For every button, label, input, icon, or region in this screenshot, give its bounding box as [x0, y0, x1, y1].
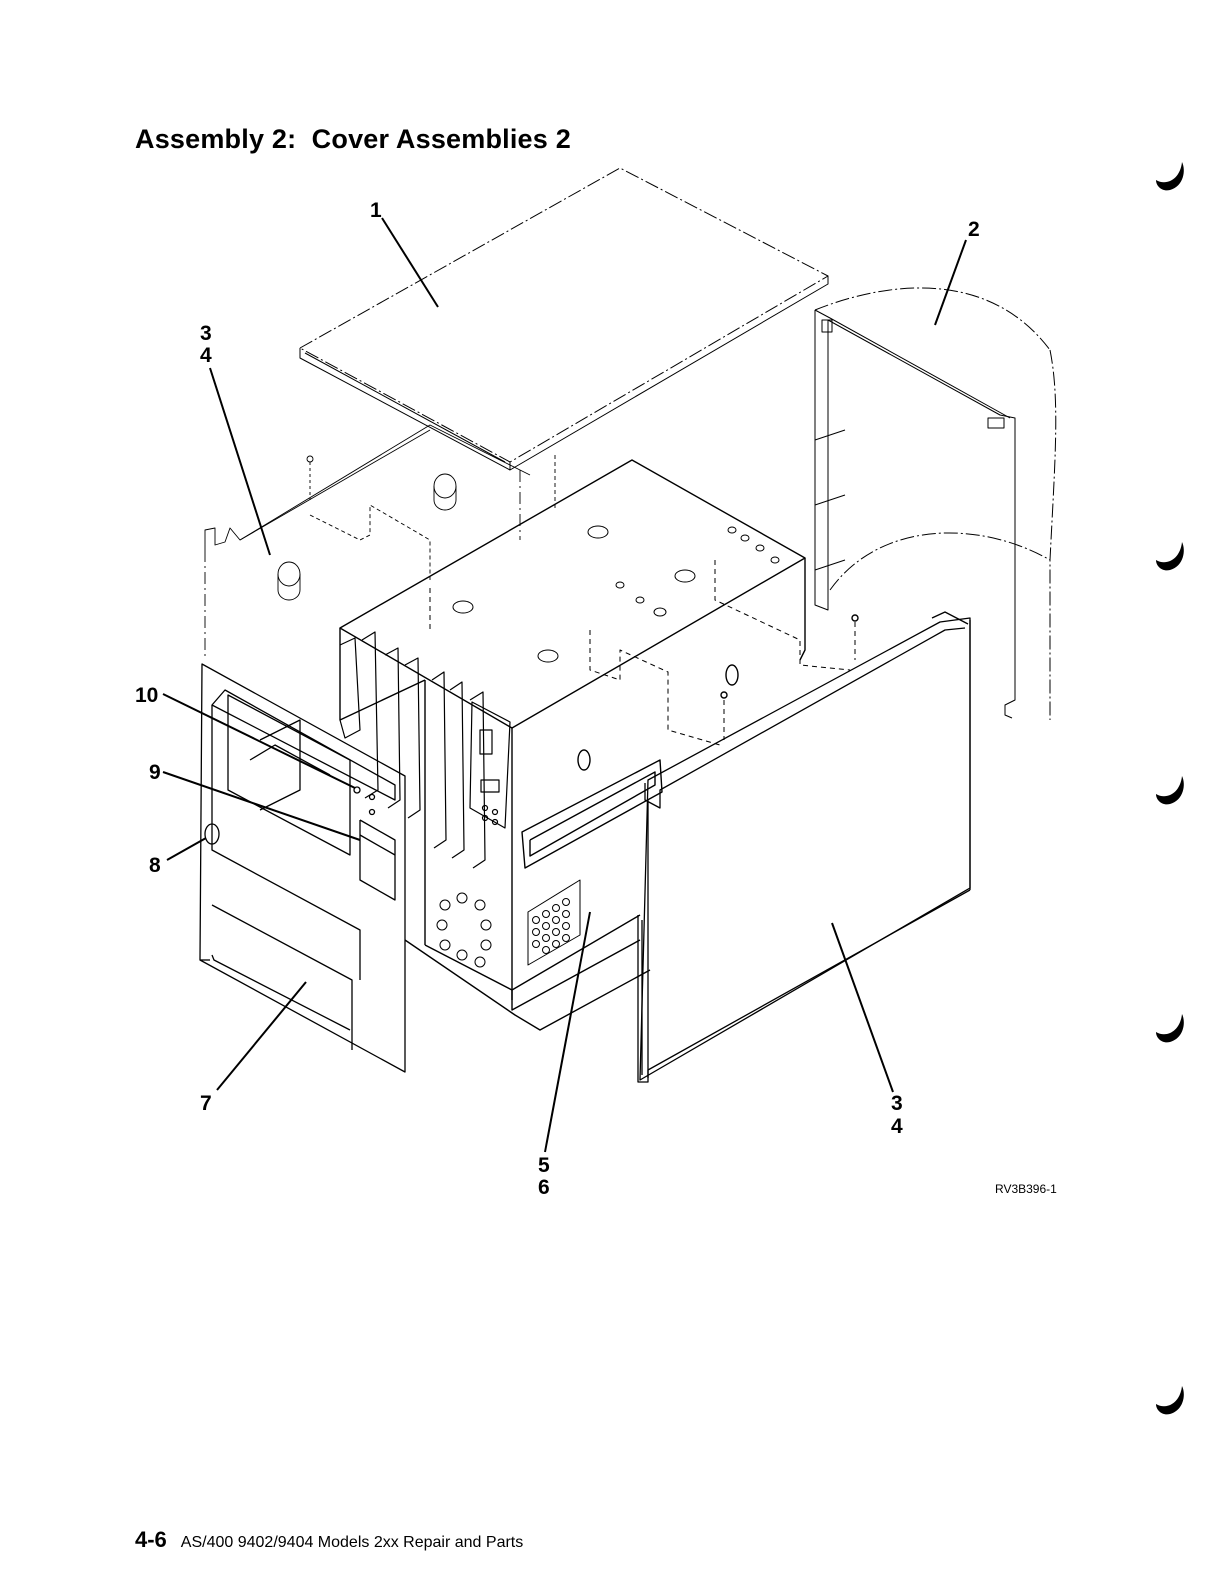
callout-leaders — [163, 218, 966, 1152]
callout-9: 9 — [149, 761, 161, 784]
callout-3-right: 3 — [891, 1092, 903, 1115]
callout-1: 1 — [370, 199, 382, 222]
crop-mark-2 — [1152, 536, 1188, 572]
figure-id: RV3B396-1 — [995, 1182, 1057, 1196]
crop-mark-4 — [1152, 1008, 1188, 1044]
top-face-holes — [453, 526, 779, 662]
front-bezel-part — [200, 664, 405, 1072]
callout-5: 5 — [538, 1154, 550, 1177]
crop-mark-5 — [1152, 1380, 1188, 1416]
footer-page-number: 4-6 — [135, 1527, 167, 1553]
callout-8: 8 — [149, 854, 161, 877]
callout-6: 6 — [538, 1176, 550, 1199]
crop-mark-1 — [1152, 156, 1188, 192]
system-unit-frame — [340, 460, 858, 1030]
callout-10: 10 — [135, 684, 158, 707]
page-footer: 4-6 AS/400 9402/9404 Models 2xx Repair a… — [135, 1527, 523, 1553]
rear-cover-part — [815, 288, 1056, 720]
vent-grille — [528, 880, 580, 965]
callout-4-right: 4 — [891, 1115, 903, 1138]
callout-7: 7 — [200, 1092, 212, 1115]
callout-3-left: 3 — [200, 322, 212, 345]
right-side-cover-part — [638, 612, 970, 1082]
crop-mark-3 — [1152, 770, 1188, 806]
callout-4-left: 4 — [200, 344, 212, 367]
footer-doc-title: AS/400 9402/9404 Models 2xx Repair and P… — [181, 1534, 523, 1552]
callout-2: 2 — [968, 218, 980, 241]
